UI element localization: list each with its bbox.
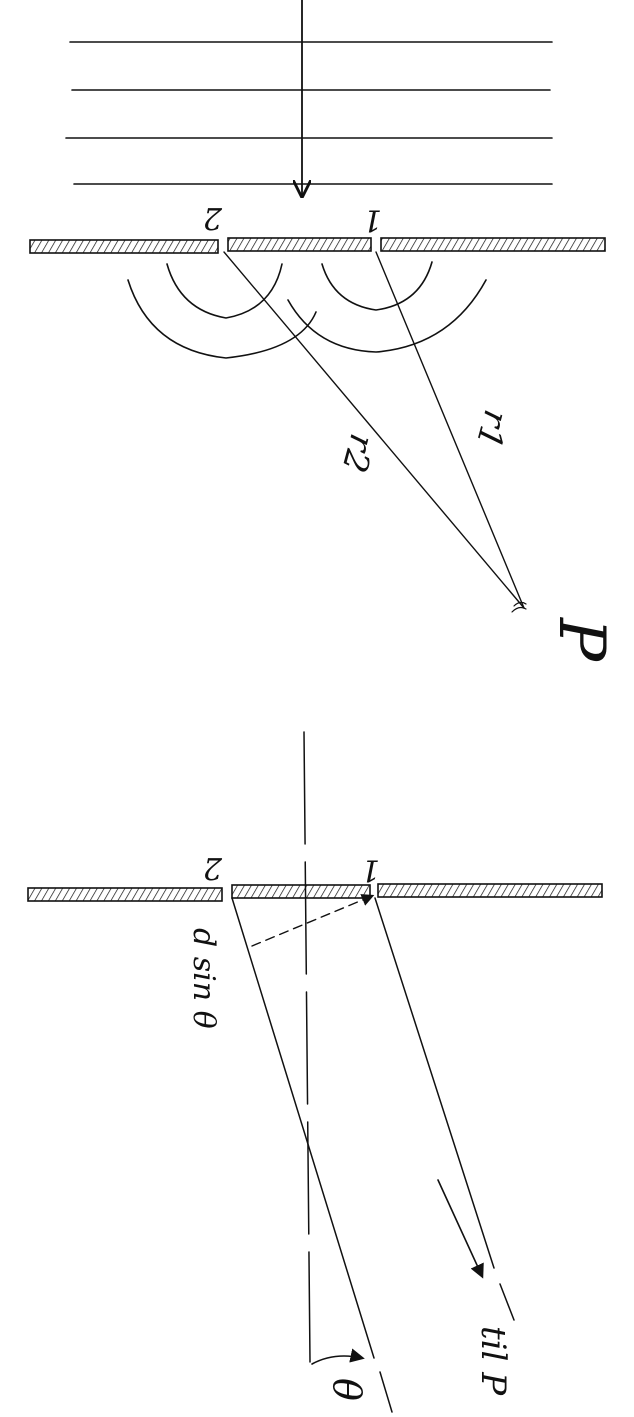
top-barrier	[29, 237, 606, 254]
top-diagram: 2 1 r2 r1 P	[29, 0, 618, 662]
central-axis	[303, 731, 311, 1363]
top-slit-1-label: 1	[363, 202, 382, 237]
bottom-slit-1-label: 1	[361, 852, 380, 887]
path-difference-label: d sin θ	[186, 928, 221, 1029]
bottom-slit-2-label: 2	[203, 850, 223, 885]
top-r2-label: r2	[333, 430, 381, 477]
point-p-marker	[511, 601, 527, 613]
bottom-diagram: 2 1 d sin θ θ til P	[27, 731, 603, 1413]
theta-label: θ	[325, 1378, 369, 1401]
path-difference-line	[251, 894, 375, 947]
ray-from-slit-1-dash	[499, 1283, 515, 1321]
top-r1-label: r1	[467, 406, 515, 453]
incident-wavefronts	[65, 41, 553, 185]
top-slit-2-label: 2	[203, 200, 223, 235]
bottom-barrier	[27, 883, 603, 902]
ray-from-slit-2-dash	[379, 1371, 393, 1413]
ray-from-slit-2	[231, 897, 375, 1359]
ray-r2	[223, 251, 525, 609]
ray-from-slit-1	[374, 897, 495, 1269]
theta-arc	[311, 1348, 365, 1365]
top-point-p-label: P	[544, 617, 618, 662]
direction-arrow-to-p	[437, 1179, 484, 1279]
to-p-label: til P	[473, 1326, 513, 1396]
secondary-wavelets	[127, 261, 487, 359]
ray-r1	[375, 251, 525, 609]
